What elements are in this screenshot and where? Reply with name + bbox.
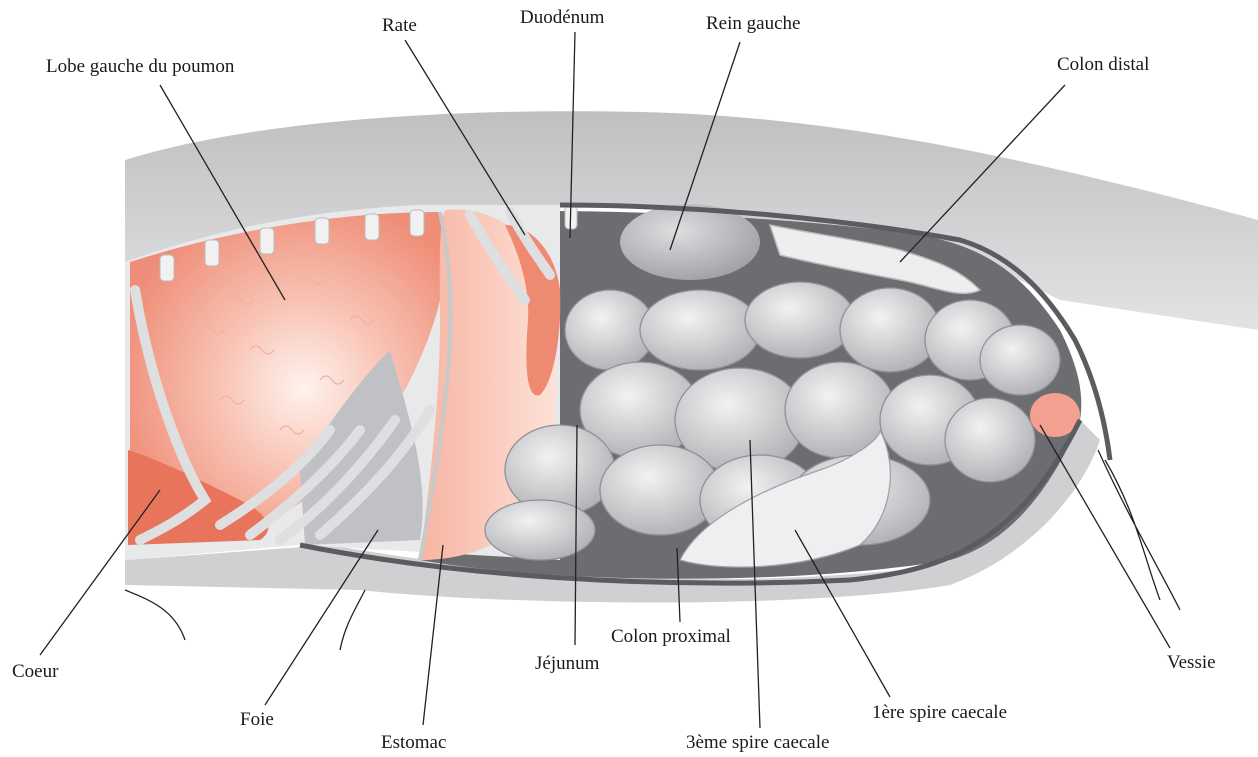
label-third-caecal-coil: 3ème spire caecale bbox=[686, 733, 829, 752]
label-left-kidney: Rein gauche bbox=[706, 14, 800, 33]
label-spleen: Rate bbox=[382, 16, 417, 35]
leg-contour bbox=[340, 590, 365, 650]
label-distal-colon: Colon distal bbox=[1057, 55, 1149, 74]
label-jejunum: Jéjunum bbox=[535, 654, 599, 673]
leader-bladder bbox=[1040, 425, 1170, 648]
label-liver: Foie bbox=[240, 710, 274, 729]
tail-contour bbox=[1098, 450, 1180, 610]
label-lung-left-lobe: Lobe gauche du poumon bbox=[46, 57, 234, 76]
belly-skin-line bbox=[125, 590, 185, 640]
label-heart: Coeur bbox=[12, 662, 58, 681]
left-kidney bbox=[620, 204, 760, 280]
label-stomach: Estomac bbox=[381, 733, 446, 752]
label-duodenum: Duodénum bbox=[520, 8, 604, 27]
label-proximal-colon: Colon proximal bbox=[611, 627, 731, 646]
label-first-caecal-coil: 1ère spire caecale bbox=[872, 703, 1007, 722]
label-bladder: Vessie bbox=[1167, 653, 1216, 672]
